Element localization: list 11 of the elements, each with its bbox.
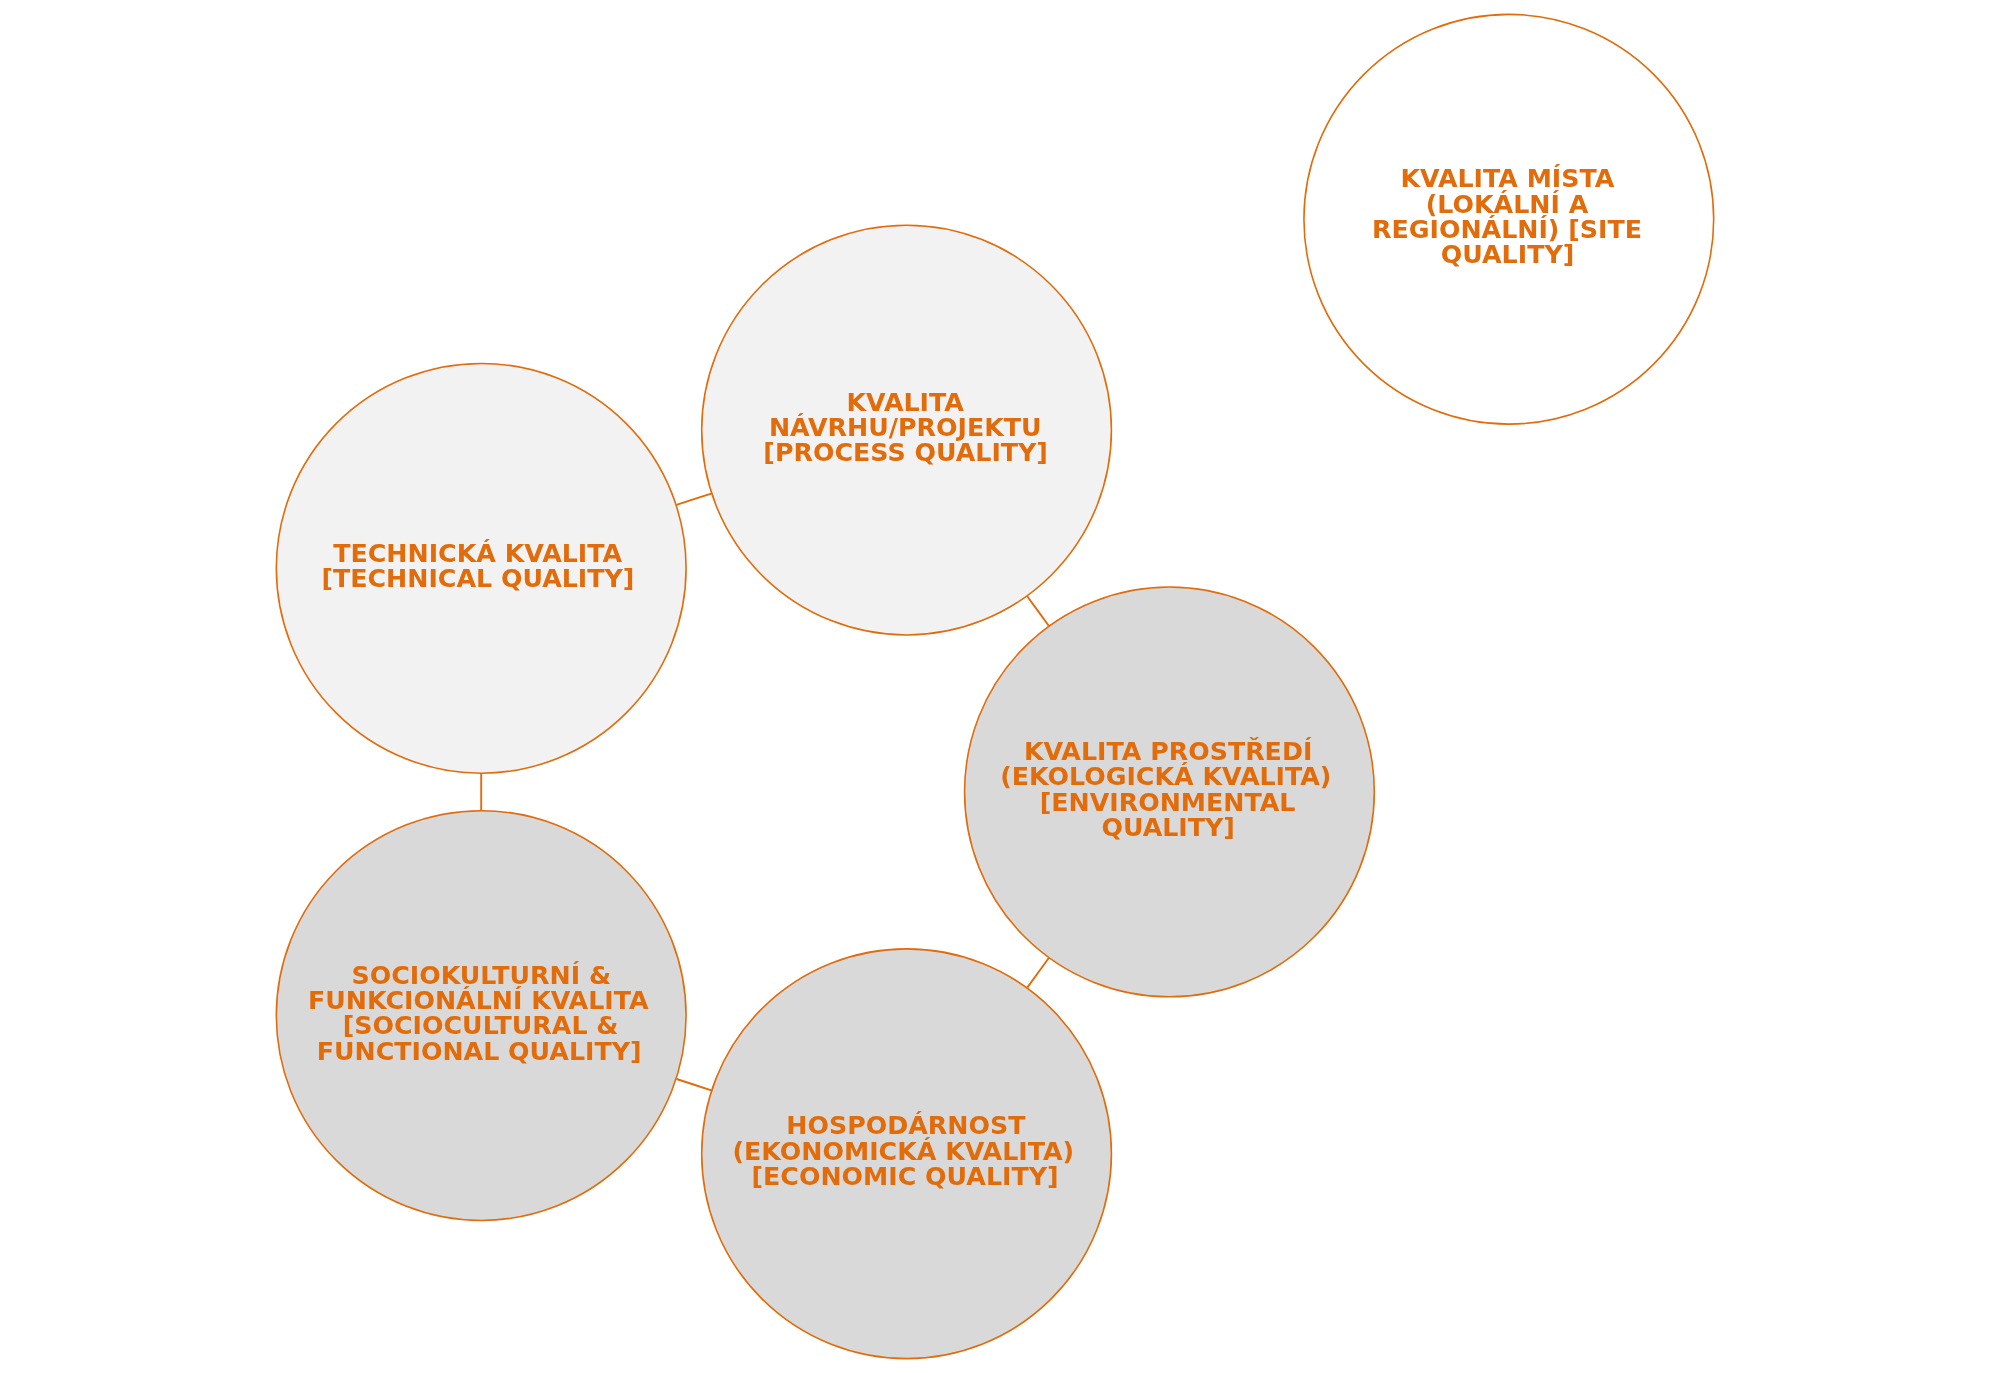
node-circle: TECHNICKÁ KVALITA [TECHNICAL QUALITY] <box>275 362 687 774</box>
node-circle: KVALITA NÁVRHU/PROJEKTU [PROCESS QUALITY] <box>700 224 1113 636</box>
node-circle: KVALITA PROSTŘEDÍ (EKOLOGICKÁ KVALITA) [ENVIRONMENTAL QUALITY] <box>963 586 1376 998</box>
connector <box>675 492 713 506</box>
connector <box>1026 957 1050 989</box>
node-circle: SOCIOKULTURNÍ & FUNKCIONÁLNÍ KVALITA [SOCIOCULTURAL & FUNCTIONAL QUALITY] <box>275 809 687 1222</box>
connector <box>480 772 483 812</box>
connector <box>1026 595 1050 627</box>
node-circle: HOSPODÁRNOST (EKONOMICKÁ KVALITA) [ECONOMIC QUALITY] <box>700 948 1113 1360</box>
node-circle: KVALITA MÍSTA (LOKÁLNÍ A REGIONÁLNÍ) [SITE QUALITY] <box>1303 13 1715 425</box>
connector <box>675 1078 713 1092</box>
